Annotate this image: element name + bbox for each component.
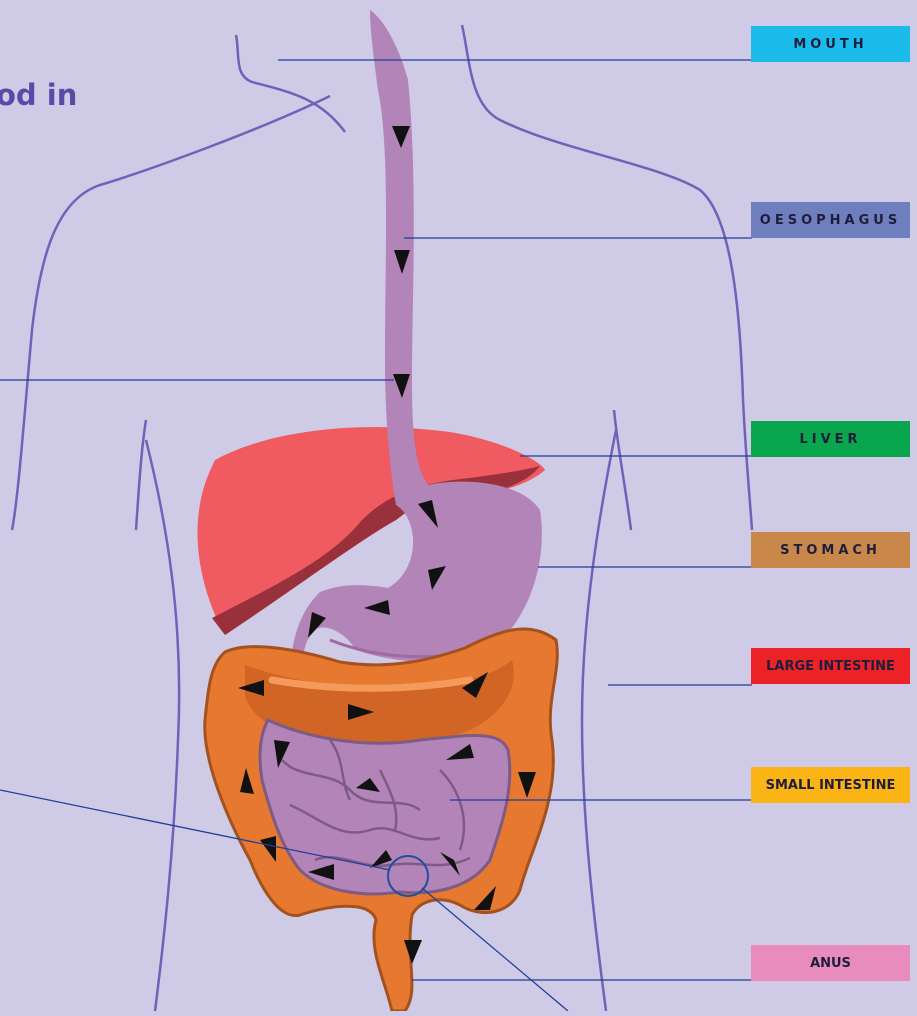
label-oesophagus: OESOPHAGUS <box>751 202 910 238</box>
arm-right-inner <box>614 410 631 530</box>
neck-left-outline <box>236 35 345 132</box>
label-large-intestine: LARGE INTESTINE <box>751 648 910 684</box>
label-small-intestine: SMALL INTESTINE <box>751 767 910 803</box>
label-anus: ANUS <box>751 945 910 981</box>
label-stomach: STOMACH <box>751 532 910 568</box>
torso-right-outline <box>582 430 616 1011</box>
label-mouth: MOUTH <box>751 26 910 62</box>
arm-left-inner <box>136 420 146 530</box>
torso-left-outline <box>146 440 179 1011</box>
page-title: od in <box>0 78 77 112</box>
label-liver: LIVER <box>751 421 910 457</box>
small-intestine-organ <box>260 720 510 894</box>
oesophagus-stomach-organ <box>290 10 542 680</box>
